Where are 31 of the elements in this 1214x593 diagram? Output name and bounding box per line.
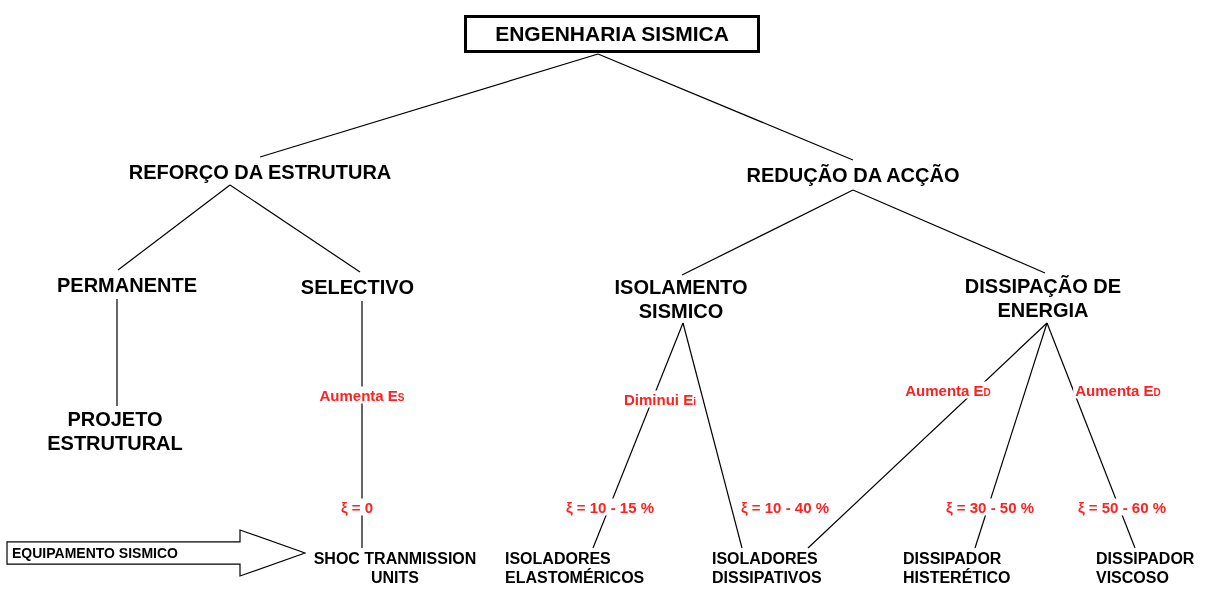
node-label: DISSIPAÇÃO DE ENERGIA — [963, 274, 1123, 322]
edge-label: ξ = 10 - 15 % — [564, 498, 656, 516]
connector-line — [116, 298, 118, 407]
node-label: ENGENHARIA SISMICA — [495, 21, 729, 47]
node-label: SELECTIVO — [300, 274, 415, 299]
connector-line — [229, 184, 361, 273]
edge-label: ξ = 30 - 50 % — [944, 498, 1036, 516]
node-label: SHOC TRANMISSION UNITS — [312, 548, 478, 588]
title-box — [464, 15, 760, 53]
node-label: ISOLAMENTO SISMICO — [613, 275, 749, 323]
node-label: DISSIPADOR VISCOSO — [1096, 548, 1196, 588]
node-label: ISOLADORES DISSIPATIVOS — [712, 548, 823, 588]
node-label: REDUÇÃO DA ACÇÃO — [746, 163, 960, 187]
node-label: EQUIPAMENTO SISMICO — [11, 544, 178, 562]
connector-line — [1046, 322, 1136, 549]
connector-line — [974, 322, 1048, 549]
node-label: REFORÇO DA ESTRUTURA — [128, 160, 392, 184]
node-label: ISOLADORES ELASTOMÉRICOS — [505, 548, 646, 588]
connector-line — [117, 184, 231, 271]
connector-line — [259, 53, 599, 158]
connector-line — [597, 53, 854, 161]
connector-line — [681, 189, 854, 276]
node-label: PROJETO ESTRUTURAL — [46, 407, 184, 455]
arrow-shape — [6, 529, 306, 577]
edge-label: ξ = 0 — [338, 498, 376, 516]
connector-line — [807, 322, 1048, 549]
connector-line — [682, 322, 743, 549]
node-label: PERMANENTE — [57, 272, 197, 297]
connector-line — [852, 189, 1046, 274]
edge-label: ξ = 50 - 60 % — [1076, 498, 1168, 516]
node-label: DISSIPADOR HISTERÉTICO — [903, 548, 1012, 588]
